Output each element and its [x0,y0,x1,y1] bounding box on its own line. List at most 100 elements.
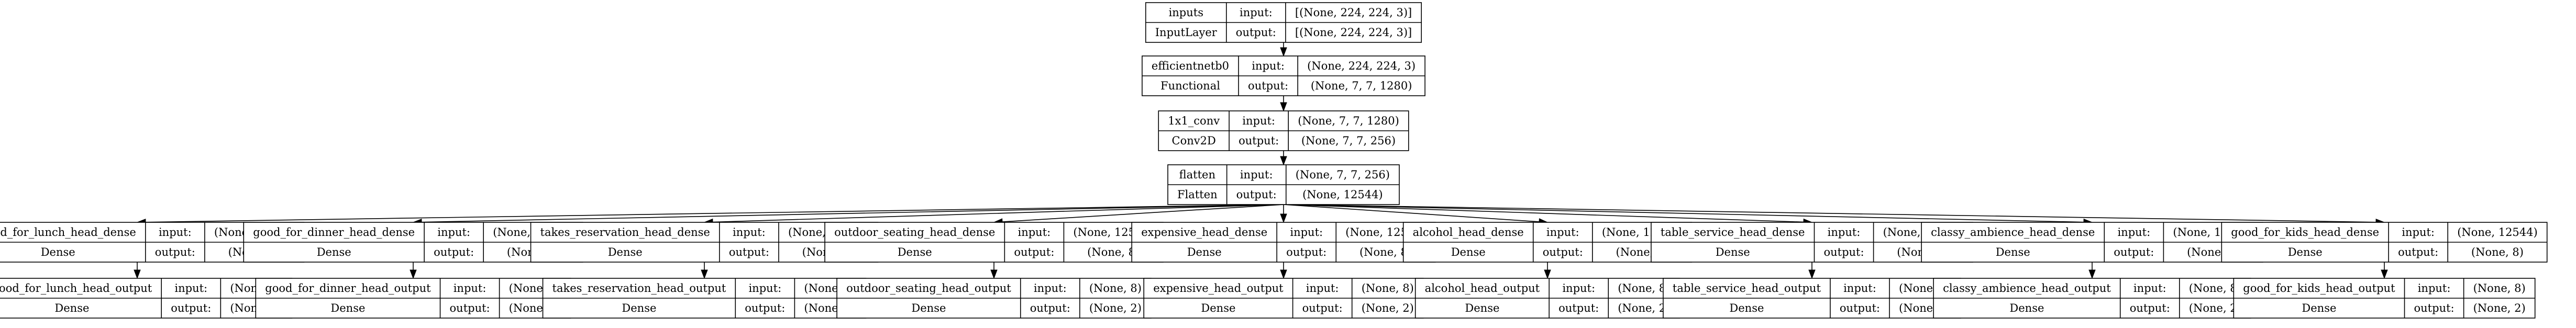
layer-type: Conv2D [1172,134,1216,147]
input-shape: (None, 7, 7, 1280) [1298,115,1399,127]
layer-node-efficientnet: efficientnetb0Functionalinput:output:(No… [1142,55,1425,96]
input-label: input: [2418,282,2451,295]
output-label: output: [1014,246,1054,258]
layer-name: good_for_dinner_head_output [265,282,431,295]
layer-type: Dense [1465,302,1499,314]
layer-node-o_exp: expensive_head_outputDenseinput:output:(… [1143,278,1424,319]
output-label: output: [1286,246,1326,258]
layer-type: Dense [1716,246,1750,258]
layer-name: outdoor_seating_head_output [846,282,1011,295]
arrowhead-icon [1280,102,1287,112]
input-shape: (None, 8) [2473,282,2526,295]
input-label: input: [1018,226,1051,239]
output-shape: (None, 7, 7, 1280) [1311,80,1412,92]
output-shape: (None, 2) [1089,302,1142,314]
layer-type: Dense [330,302,365,314]
input-shape: (None, 12544) [2457,226,2538,239]
layer-type: Dense [1201,302,1235,314]
layer-name: flatten [1179,168,1215,181]
arrowhead-icon [2381,269,2388,279]
input-shape: (None, 224, 224, 3) [1307,60,1416,72]
layer-name: good_for_lunch_head_dense [0,226,136,239]
output-label: output: [1543,246,1583,258]
output-label: output: [1302,302,1343,314]
layer-node-o_tab: table_service_head_outputDenseinput:outp… [1663,278,1961,319]
input-label: input: [2117,226,2150,239]
layer-type: Dense [911,302,946,314]
input-label: input: [1242,115,1275,127]
layer-name: good_for_kids_head_dense [2231,226,2379,239]
input-label: input: [437,226,470,239]
layer-type: Dense [2009,302,2044,314]
input-label: input: [1034,282,1067,295]
arrowhead-icon [1280,269,1287,279]
arrowhead-icon [990,269,998,279]
layer-type: Dense [622,302,656,314]
input-label: input: [2133,282,2166,295]
arrowhead-icon [1280,47,1287,57]
layer-type: Dense [317,246,351,258]
input-label: input: [159,226,192,239]
arrowhead-icon [1808,269,1816,279]
input-shape: [(None, 224, 224, 3)] [1295,6,1412,19]
layer-type: Dense [41,246,75,258]
output-label: output: [1236,188,1277,201]
layer-name: classy_ambience_head_output [1943,282,2111,295]
layer-name: 1x1_conv [1168,115,1220,127]
output-label: output: [155,246,195,258]
output-label: output: [2114,246,2154,258]
layer-name: alcohol_head_dense [1413,226,1524,239]
input-shape: (None, 8) [1618,282,1670,295]
edge-flatten-to-d_amb [1283,204,2084,223]
input-label: input: [1546,226,1579,239]
layer-type: Dense [1451,246,1486,258]
layer-name: good_for_kids_head_output [2243,282,2395,295]
output-label: output: [2398,246,2438,258]
edges-layer [134,42,2388,279]
input-label: input: [454,282,487,295]
input-shape: (None, 8) [2189,282,2241,295]
layer-name: efficientnetb0 [1152,60,1229,72]
layer-name: alcohol_head_output [1425,282,1540,295]
layer-type: Dense [54,302,89,314]
layer-node-d_exp: expensive_head_denseDenseinput:output:(N… [1131,222,1436,263]
output-label: output: [2414,302,2455,314]
layer-node-o_lunch: good_for_lunch_head_outputDenseinput:out… [0,278,293,319]
output-label: output: [434,246,474,258]
layer-type: Dense [1729,302,1764,314]
edge-flatten-to-d_out [1002,204,1284,222]
layer-node-o_dinner: good_for_dinner_head_outputDenseinput:ou… [255,278,571,319]
layer-node-d_alc: alcohol_head_denseDenseinput:output:(Non… [1402,222,1693,263]
layer-type: Functional [1160,80,1220,92]
output-label: output: [2130,302,2170,314]
input-label: input: [1240,6,1273,19]
input-label: input: [174,282,207,295]
layer-node-d_tab: table_service_head_denseDenseinput:outpu… [1651,222,1973,263]
output-label: output: [1248,80,1288,92]
edge-flatten-to-d_lunch [145,204,1284,223]
layer-name: table_service_head_output [1673,282,1821,295]
layer-type: Dense [2302,302,2336,314]
output-label: output: [171,302,211,314]
output-label: output: [1840,302,1880,314]
output-label: output: [745,302,785,314]
input-shape: (None, 8) [1362,282,1414,295]
output-label: output: [1239,134,1279,147]
layer-name: expensive_head_output [1153,282,1284,295]
input-label: input: [748,282,781,295]
layer-name: inputs [1169,6,1203,19]
layer-name: good_for_dinner_head_dense [253,226,415,239]
output-label: output: [1823,246,1864,258]
edge-flatten-to-d_kids [1283,204,2376,223]
edge-flatten-to-d_alc [1283,204,1540,222]
input-label: input: [1240,168,1273,181]
arrowhead-icon [2088,269,2096,279]
layer-node-o_alc: alcohol_head_outputDenseinput:output:(No… [1414,278,1681,319]
output-shape: [(None, 224, 224, 3)] [1295,26,1412,39]
